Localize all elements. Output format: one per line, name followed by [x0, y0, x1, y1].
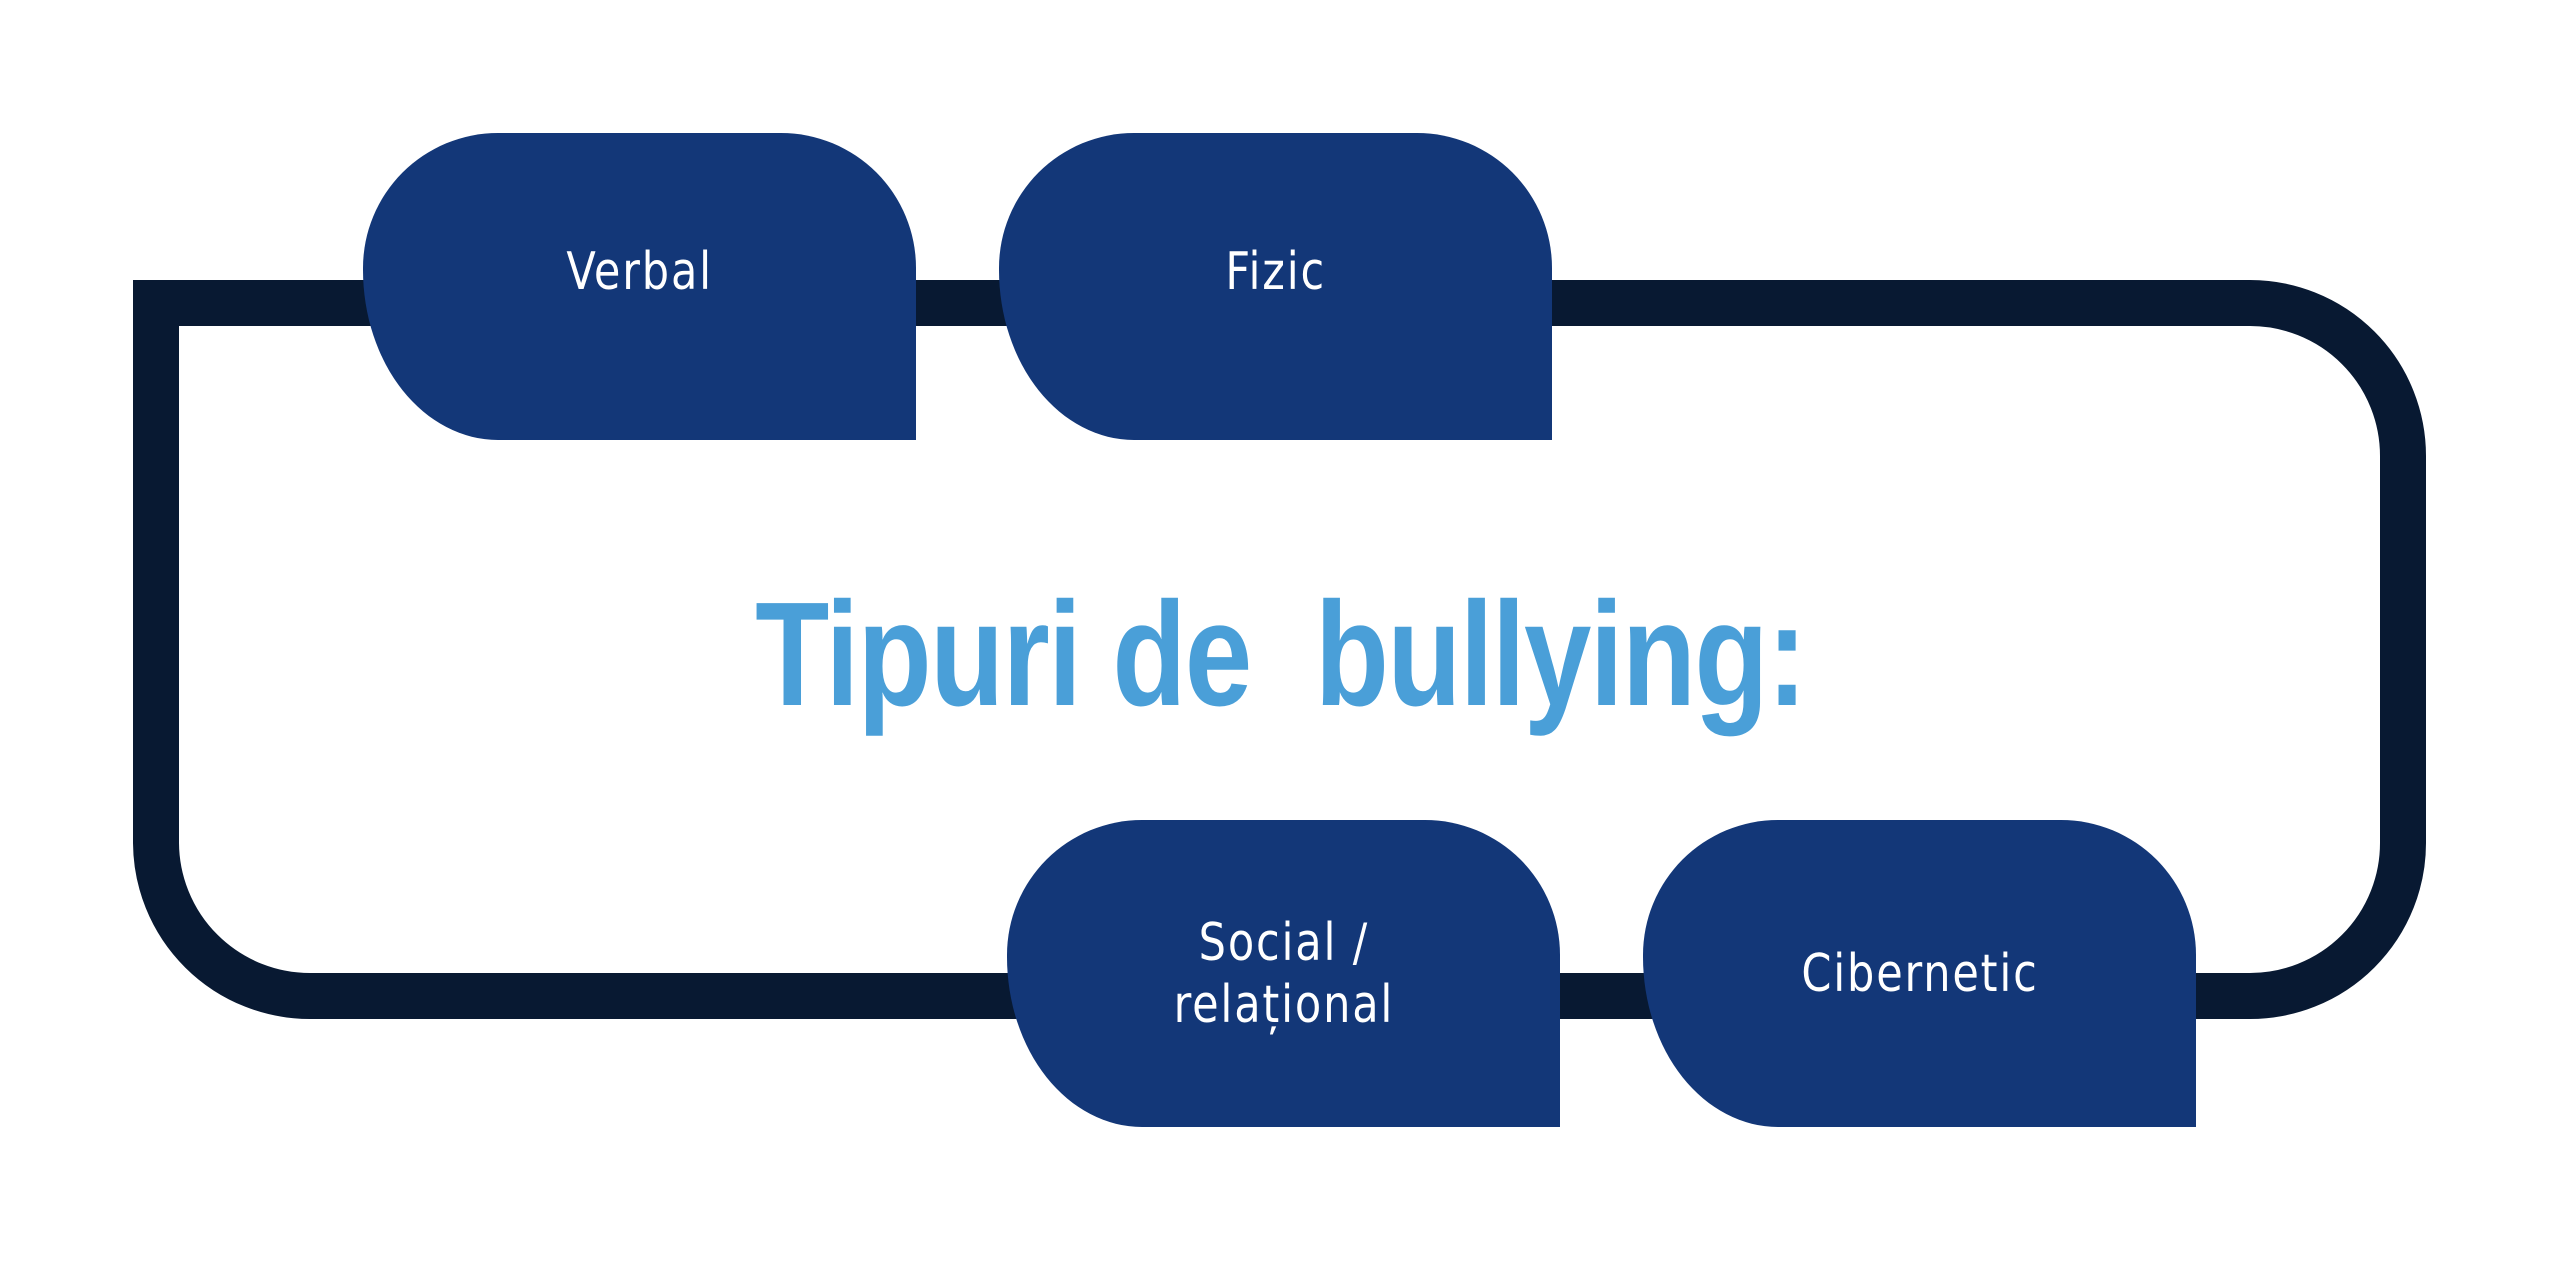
- type-box-cibernetic: Cibernetic: [1643, 820, 2196, 1127]
- type-box-social: Social / relațional: [1007, 820, 1560, 1127]
- type-box-verbal: Verbal: [363, 133, 916, 440]
- type-box-fizic: Fizic: [999, 133, 1552, 440]
- type-label-verbal: Verbal: [566, 241, 713, 302]
- diagram-title: Tipuri de bullying:: [755, 572, 1807, 737]
- type-label-fizic: Fizic: [1225, 241, 1326, 302]
- type-label-cibernetic: Cibernetic: [1800, 943, 2039, 1004]
- type-label-social: Social / relațional: [1173, 912, 1394, 1035]
